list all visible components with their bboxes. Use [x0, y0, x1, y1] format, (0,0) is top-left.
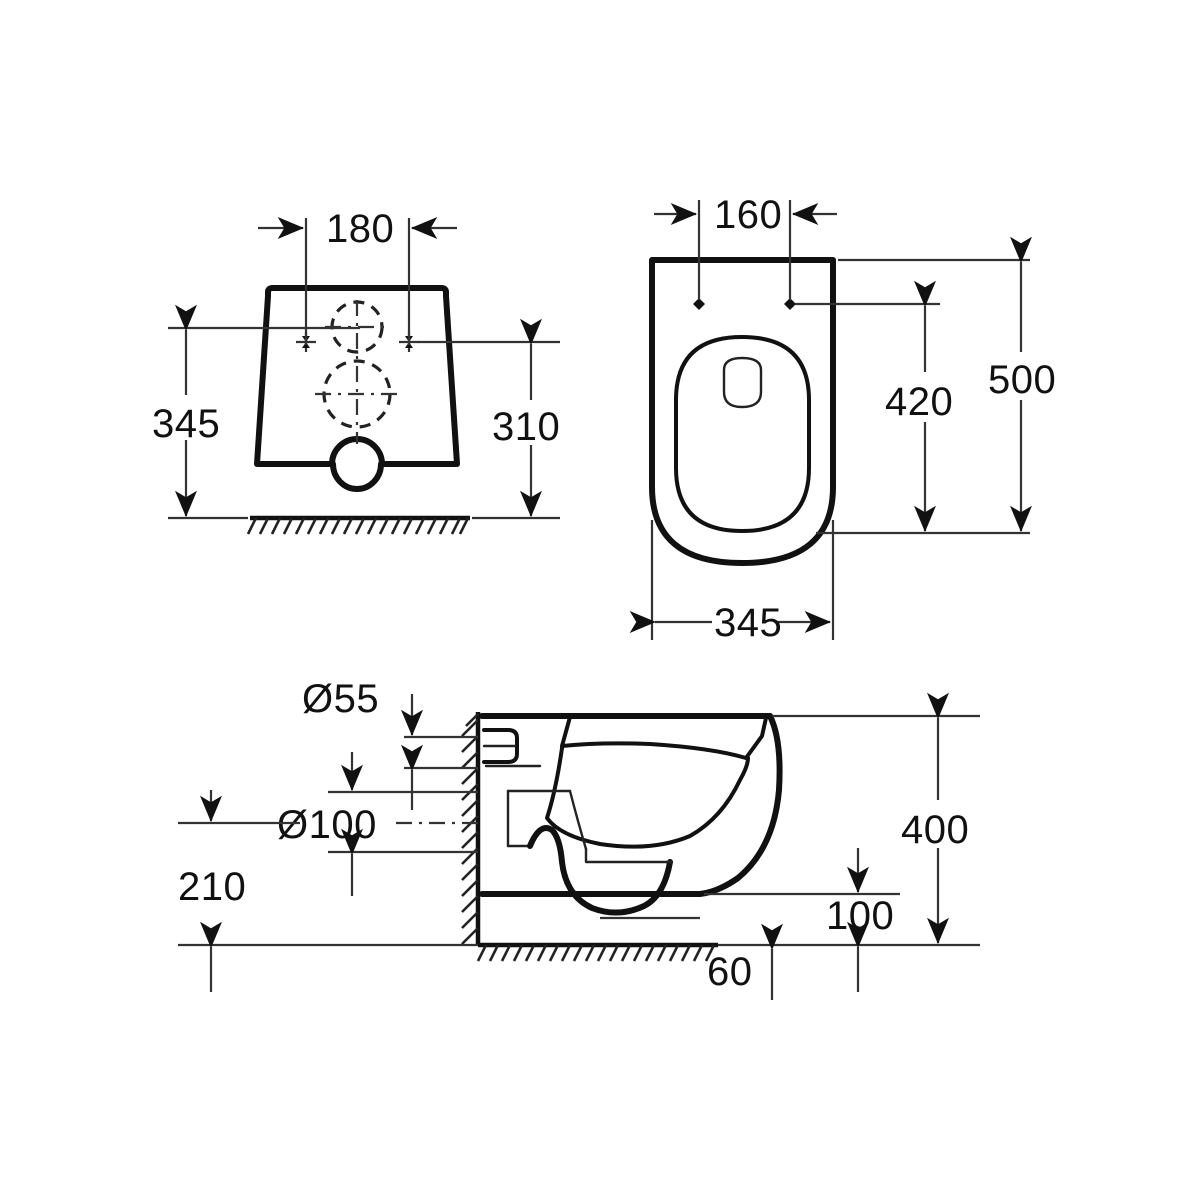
dim-55-group: Ø55 [302, 677, 478, 810]
dim-420-group: 420 [885, 280, 953, 533]
front-body-outline [254, 285, 460, 467]
dim-100-gap-label: 100 [826, 894, 894, 938]
top-bolt-right [784, 298, 796, 310]
side-waste-outlet-channel [506, 789, 572, 848]
dim-400-label: 400 [901, 808, 969, 852]
dim-310-group: 310 [418, 318, 560, 520]
dim-210-label: 210 [178, 865, 246, 909]
dim-345-top-group: 345 [629, 520, 835, 645]
dim-310-label: 310 [492, 405, 560, 449]
side-trap-siphon [527, 825, 673, 916]
side-bowl-inner-contour [545, 746, 750, 849]
dim-100-dia-group: Ø100 [277, 752, 478, 896]
dim-345-front-label: 345 [152, 402, 220, 446]
side-wall-hatching [461, 713, 479, 945]
front-floor-hatching [246, 517, 470, 535]
dim-420-label: 420 [885, 380, 953, 424]
side-seat-rim-contour [560, 715, 768, 760]
dim-500-group: 500 [988, 236, 1056, 533]
dim-210-group: 210 [178, 790, 478, 992]
side-trap-inner-wall [584, 847, 674, 864]
dim-180-label: 180 [326, 207, 394, 251]
dim-345-front-group: 345 [152, 304, 360, 520]
dim-100-dia-label: Ø100 [277, 803, 377, 847]
top-view-group: 160 420 500 [629, 193, 1056, 645]
dim-180-group: 180 [258, 207, 457, 345]
dim-60-label: 60 [707, 950, 753, 994]
dim-55-label: Ø55 [302, 677, 379, 721]
front-outlet-boss [330, 461, 384, 492]
top-flush-opening [722, 356, 763, 409]
top-bolt-left [693, 298, 705, 310]
dim-500-label: 500 [988, 358, 1056, 402]
dim-160-group: 160 [654, 193, 837, 300]
top-inner-rim-outline [674, 335, 811, 533]
side-view-group: Ø55 Ø100 210 [178, 677, 980, 1000]
side-body-outline [557, 713, 783, 897]
front-view-group: 180 345 310 [152, 207, 560, 535]
dim-160-label: 160 [714, 193, 782, 237]
top-body-outline [649, 257, 836, 566]
side-bowl-drop-wall [568, 789, 588, 851]
dim-60-group: 60 [707, 923, 783, 1000]
dim-100-gap-group: 100 [600, 848, 900, 992]
side-floor-hatching [476, 944, 716, 962]
dim-345-top-label: 345 [714, 601, 782, 645]
side-flush-inlet-fitting [482, 728, 542, 768]
